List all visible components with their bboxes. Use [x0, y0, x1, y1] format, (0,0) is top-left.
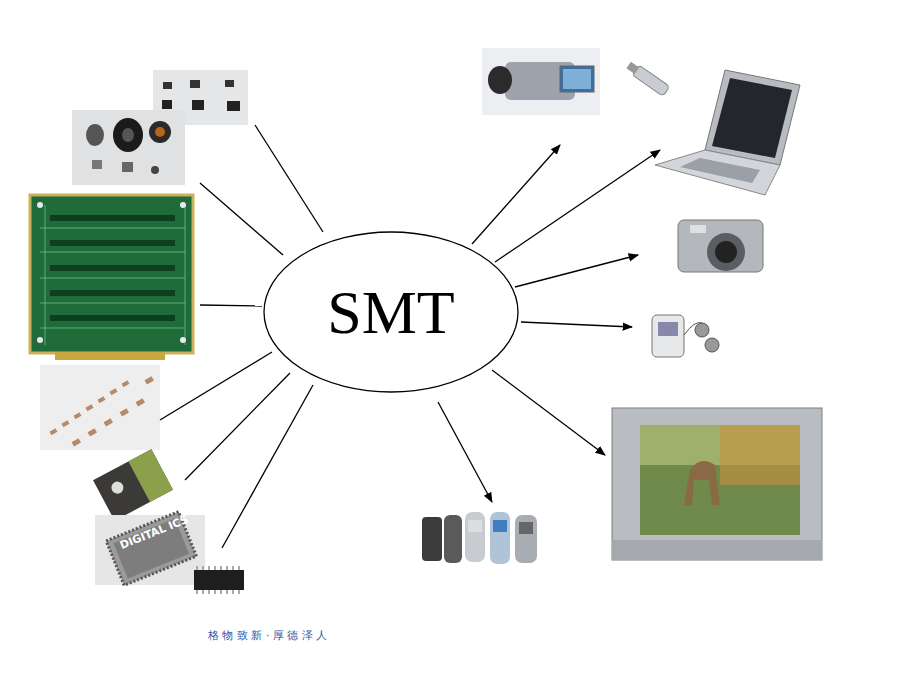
tv-photo [612, 408, 822, 560]
inductor-photo [72, 110, 185, 185]
camcorder-photo [482, 48, 600, 115]
usb-photo [625, 60, 670, 96]
node-title: SMT [327, 281, 454, 343]
bga-chip [93, 449, 173, 521]
smt-ellipse: SMT [263, 231, 519, 393]
pcb-photo [30, 195, 193, 360]
mp3-photo [652, 315, 719, 357]
laptop-photo [655, 70, 800, 195]
phone-photo [422, 512, 537, 564]
qfp-chip [95, 512, 205, 586]
camera-photo [678, 220, 763, 272]
soic-chip [194, 566, 244, 594]
resistor-photo [40, 365, 160, 450]
chip-marking: DIGITAL ICS [118, 513, 190, 552]
footer-motto: 格 物 致 新 · 厚 德 泽 人 [208, 628, 327, 643]
